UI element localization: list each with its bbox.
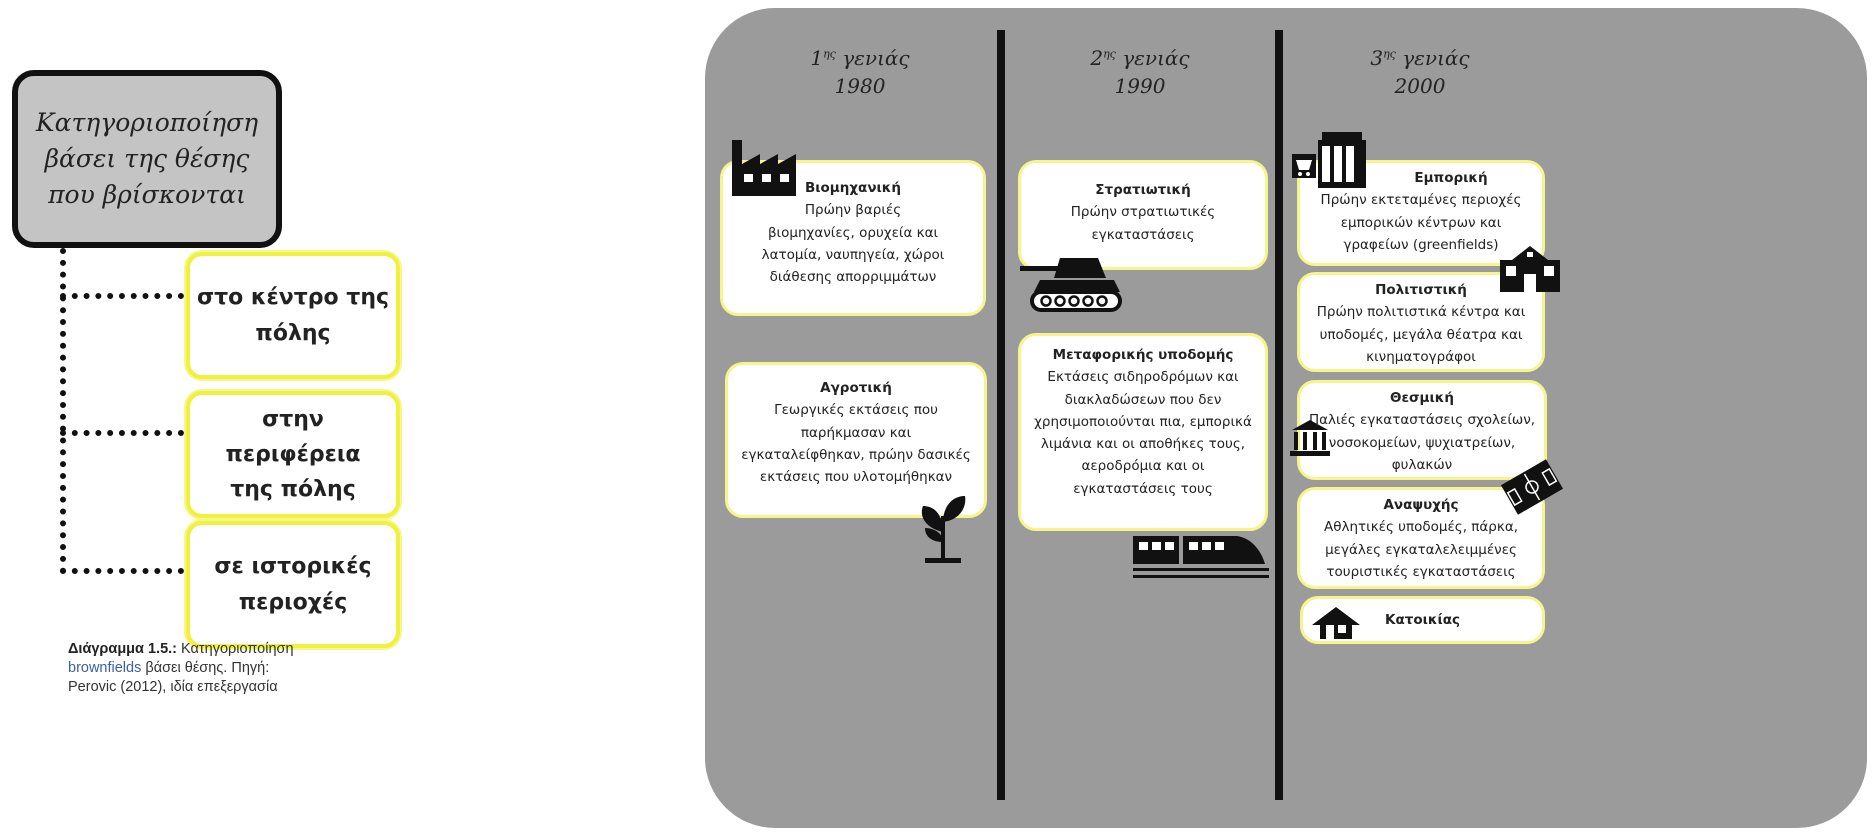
card-description: Πρώην βαριές βιομηχανίες, ορυχεία και λα… [761, 202, 945, 286]
card-description: Αθλητικές υποδομές, πάρκα, μεγάλες εγκατ… [1323, 519, 1519, 580]
card-agricultural: Αγροτική Γεωργικές εκτάσεις που παρήκμασ… [725, 362, 987, 518]
generation-year: 1980 [834, 74, 886, 98]
generation-year: 2000 [1394, 74, 1446, 98]
plant-icon [921, 496, 966, 563]
generation-ordinal-suffix: ης [1383, 47, 1396, 61]
generation-label: γενιάς [1402, 46, 1470, 70]
category-label: στο κέντρο της πόλης [196, 285, 390, 346]
generation-ordinal-suffix: ης [1103, 47, 1116, 61]
card-military: Στρατιωτική Πρώην στρατιωτικές εγκαταστά… [1018, 160, 1268, 270]
caption-text: Κατηγοριοποίηση [177, 641, 294, 657]
courthouse-icon [1290, 420, 1330, 456]
generation-ordinal: 3 [1370, 46, 1384, 70]
train-icon [1133, 536, 1269, 578]
shop-icon [1292, 132, 1366, 188]
generation-ordinal: 1 [810, 46, 824, 70]
card-description: Παλιές εγκαταστάσεις σχολείων, νοσοκομεί… [1308, 412, 1536, 473]
school-icon [1500, 246, 1560, 292]
generation-year: 1990 [1114, 74, 1166, 98]
caption-source: Perovic (2012), ιδία επεξεργασία [68, 678, 278, 695]
house-icon [1312, 607, 1360, 639]
card-description: Εκτάσεις σιδηροδρόμων και διακλαδώσεων π… [1034, 369, 1252, 497]
factory-icon [732, 140, 796, 196]
card-title: Αγροτική [820, 380, 892, 396]
card-industrial: Βιομηχανική Πρώην βαριές βιομηχανίες, ορ… [720, 160, 986, 316]
diagram-caption: Διάγραμμα 1.5.: Κατηγοριοποίηση brownfie… [68, 640, 350, 697]
generation-header-3: 3ης γενιάς 2000 [1320, 44, 1520, 100]
category-periphery: στην περιφέρεια της πόλης [186, 391, 400, 518]
card-title: Μεταφορικής υποδομής [1052, 347, 1234, 363]
generation-label: γενιάς [842, 46, 910, 70]
tank-icon [1020, 258, 1122, 312]
category-historic: σε ιστορικές περιοχές [186, 521, 400, 648]
root-category-label: Κατηγοριοποίηση βάσει της θέσης που βρίσ… [35, 107, 259, 210]
card-description: Πρώην στρατιωτικές εγκαταστάσεις [1070, 204, 1216, 243]
generation-ordinal-suffix: ης [823, 47, 836, 61]
caption-text: βάσει θέσης. Πηγή: [141, 659, 270, 676]
card-title: Θεσμική [1390, 390, 1454, 406]
generation-header-1: 1ης γενιάς 1980 [760, 44, 960, 100]
card-title: Πολιτιστική [1375, 282, 1467, 298]
column-divider [997, 30, 1005, 800]
card-transport: Μεταφορικής υποδομής Εκτάσεις σιδηροδρόμ… [1018, 333, 1268, 531]
card-institutional: Θεσμική Παλιές εγκαταστάσεις σχολείων, ν… [1297, 380, 1547, 480]
card-commercial: Εμπορική Πρώην εκτεταμένες περιοχές εμπο… [1297, 160, 1545, 266]
card-title: Βιομηχανική [804, 180, 901, 196]
connector-periphery [60, 430, 184, 436]
card-description: Πρώην εκτεταμένες περιοχές εμπορικών κέν… [1320, 192, 1522, 253]
sports-field-icon [1500, 459, 1564, 515]
card-title: Εμπορική [1414, 170, 1488, 186]
generation-label: γενιάς [1122, 46, 1190, 70]
connector-historic [60, 568, 184, 574]
card-title: Κατοικίας [1384, 612, 1460, 628]
caption-term: brownfields [68, 659, 142, 676]
category-city-center: στο κέντρο της πόλης [186, 252, 400, 379]
card-title: Αναψυχής [1383, 497, 1459, 513]
category-label: στην περιφέρεια της πόλης [225, 406, 361, 503]
caption-label: Διάγραμμα 1.5.: [68, 641, 178, 657]
category-label: σε ιστορικές περιοχές [214, 554, 372, 615]
column-divider [1275, 30, 1283, 800]
generation-header-2: 2ης γενιάς 1990 [1040, 44, 1240, 100]
card-recreation: Αναψυχής Αθλητικές υποδομές, πάρκα, μεγά… [1297, 487, 1545, 589]
card-residential: Κατοικίας [1300, 596, 1545, 644]
root-category-box: Κατηγοριοποίηση βάσει της θέσης που βρίσ… [12, 70, 282, 248]
connector-city-center [60, 293, 184, 299]
card-title: Στρατιωτική [1095, 182, 1191, 198]
card-description: Γεωργικές εκτάσεις που παρήκμασαν και εγ… [741, 402, 971, 486]
connector-vertical [60, 248, 66, 574]
generation-ordinal: 2 [1090, 46, 1104, 70]
card-description: Πρώην πολιτιστικά κέντρα και υποδομές, μ… [1316, 304, 1526, 365]
